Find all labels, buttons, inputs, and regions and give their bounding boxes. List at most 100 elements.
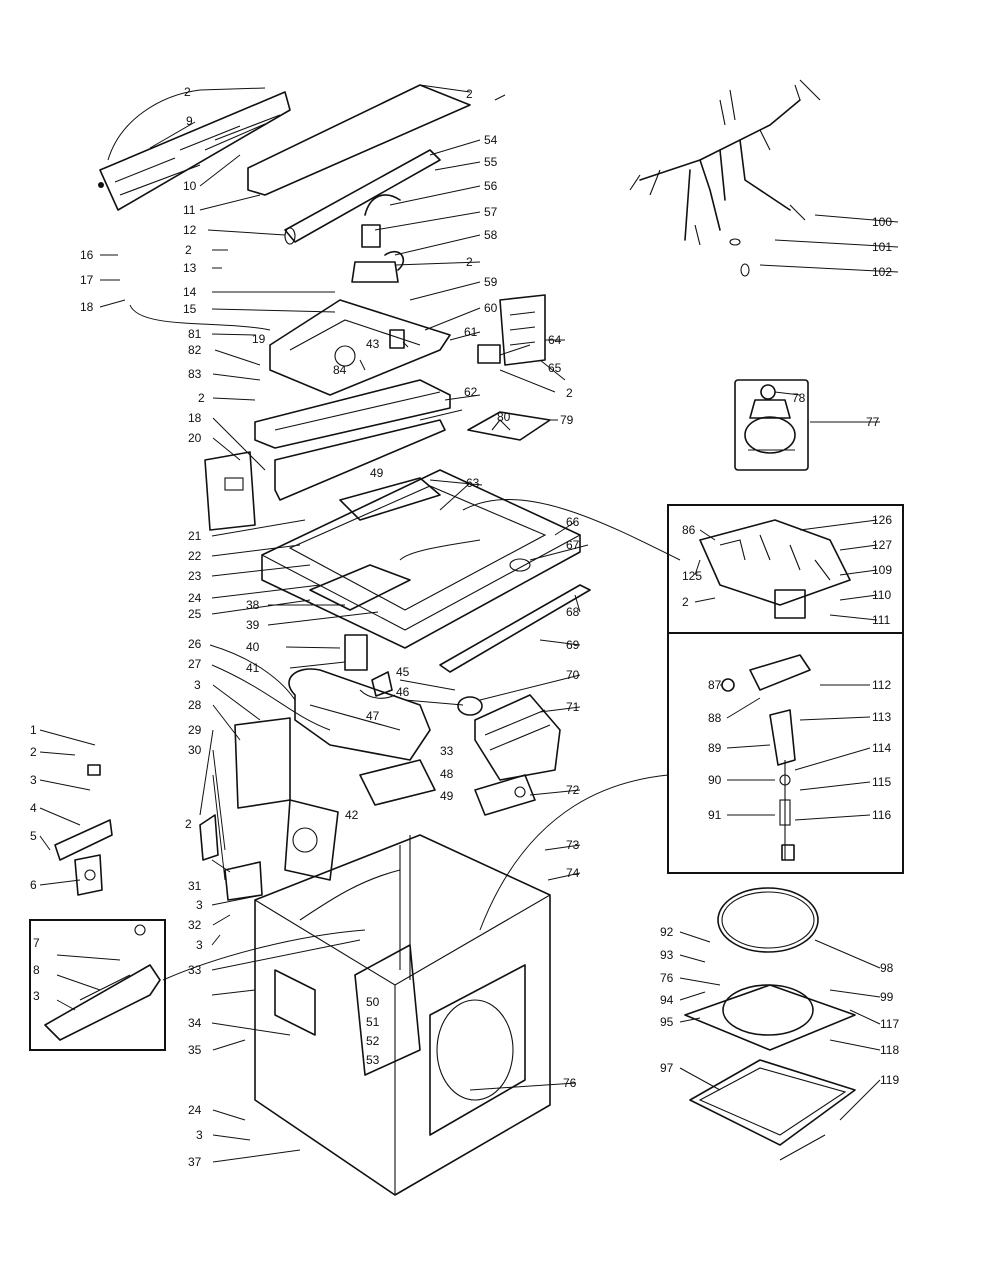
callout-33: 33 [188,963,202,977]
side-panels [199,717,339,901]
callout-59: 59 [484,275,498,289]
callout-52: 52 [366,1034,380,1048]
console-base [254,379,451,449]
callout-113: 113 [872,710,891,724]
callout-116: 116 [872,808,891,822]
callout-2: 2 [566,386,573,400]
callout-69: 69 [566,638,580,652]
dispenser-assembly [288,634,431,761]
callout-78: 78 [792,391,806,405]
tub-ring [717,887,819,953]
water-valve-assembly [351,194,404,283]
tub-cover [359,759,436,806]
lid-switch [474,774,536,816]
callout-50: 50 [366,995,380,1009]
callout-49: 49 [440,789,454,803]
callout-3: 3 [196,898,203,912]
callout-labels: 2 9 10 11 12 16 2 13 17 14 18 15 81 19 8… [30,85,899,1169]
callout-12: 12 [183,223,197,237]
callout-9: 9 [186,114,193,128]
base-plate [684,984,856,1161]
callout-18: 18 [80,300,94,314]
callout-110: 110 [872,588,891,602]
callout-101: 101 [872,240,892,254]
callout-76: 76 [660,971,674,985]
callout-99: 99 [880,990,894,1004]
callout-23: 23 [188,569,202,583]
inset-frame-lower-left [29,919,166,1051]
callout-56: 56 [484,179,498,193]
callout-48: 48 [440,767,454,781]
callout-42: 42 [345,808,359,822]
callout-112: 112 [872,678,891,692]
timer-tube [284,149,441,245]
hinge-bracket-detail [54,764,113,896]
callout-67: 67 [566,538,580,552]
callout-32: 32 [188,918,202,932]
callout-115: 115 [872,775,891,789]
callout-54: 54 [484,133,498,147]
callout-24: 24 [188,1103,202,1117]
callout-80: 80 [497,410,511,424]
callout-6: 6 [30,878,37,892]
callout-39: 39 [246,618,260,632]
callout-5: 5 [30,829,37,843]
callout-13: 13 [183,261,197,275]
callout-87: 87 [708,678,722,692]
callout-26: 26 [188,637,202,651]
callout-15: 15 [183,302,197,316]
callout-98: 98 [880,961,894,975]
callout-76: 76 [563,1076,577,1090]
callout-3: 3 [33,989,40,1003]
callout-83: 83 [188,367,202,381]
callout-79: 79 [560,413,574,427]
control-hood [269,299,451,396]
drive-motor [734,379,809,471]
callout-62: 62 [464,385,478,399]
callout-46: 46 [396,685,410,699]
callout-24: 24 [188,591,202,605]
callout-8: 8 [33,963,40,977]
callout-7: 7 [33,936,40,950]
callout-71: 71 [566,700,580,714]
callout-70: 70 [566,668,580,682]
callout-51: 51 [366,1015,380,1029]
callout-61: 61 [464,325,478,339]
callout-100: 100 [872,215,892,229]
callout-72: 72 [566,783,580,797]
wiring-harness [629,79,821,277]
callout-3: 3 [196,1128,203,1142]
control-board [699,519,851,619]
callout-17: 17 [80,273,94,287]
leader-lines [39,87,899,1163]
callout-29: 29 [188,723,202,737]
callout-64: 64 [548,333,562,347]
callout-89: 89 [708,741,722,755]
callout-2: 2 [466,255,473,269]
callout-3: 3 [196,938,203,952]
callout-18: 18 [188,411,202,425]
callout-90: 90 [708,773,722,787]
switch-bracket [477,294,546,366]
callout-73: 73 [566,838,580,852]
callout-91: 91 [708,808,722,822]
callout-2: 2 [466,87,473,101]
callout-55: 55 [484,155,498,169]
callout-119: 119 [880,1073,899,1087]
lint-filter [457,694,561,781]
terminal-block [44,924,161,1041]
callout-74: 74 [566,866,580,880]
callout-11: 11 [183,203,196,217]
callout-20: 20 [188,431,202,445]
switch-assembly [721,654,811,861]
callout-68: 68 [566,605,580,619]
callout-35: 35 [188,1043,202,1057]
callout-1: 1 [30,723,37,737]
callout-126: 126 [872,513,892,527]
callout-60: 60 [484,301,498,315]
callout-2: 2 [198,391,205,405]
callout-33: 33 [440,744,454,758]
console-end-cap [204,451,256,531]
callout-111: 111 [872,613,891,627]
